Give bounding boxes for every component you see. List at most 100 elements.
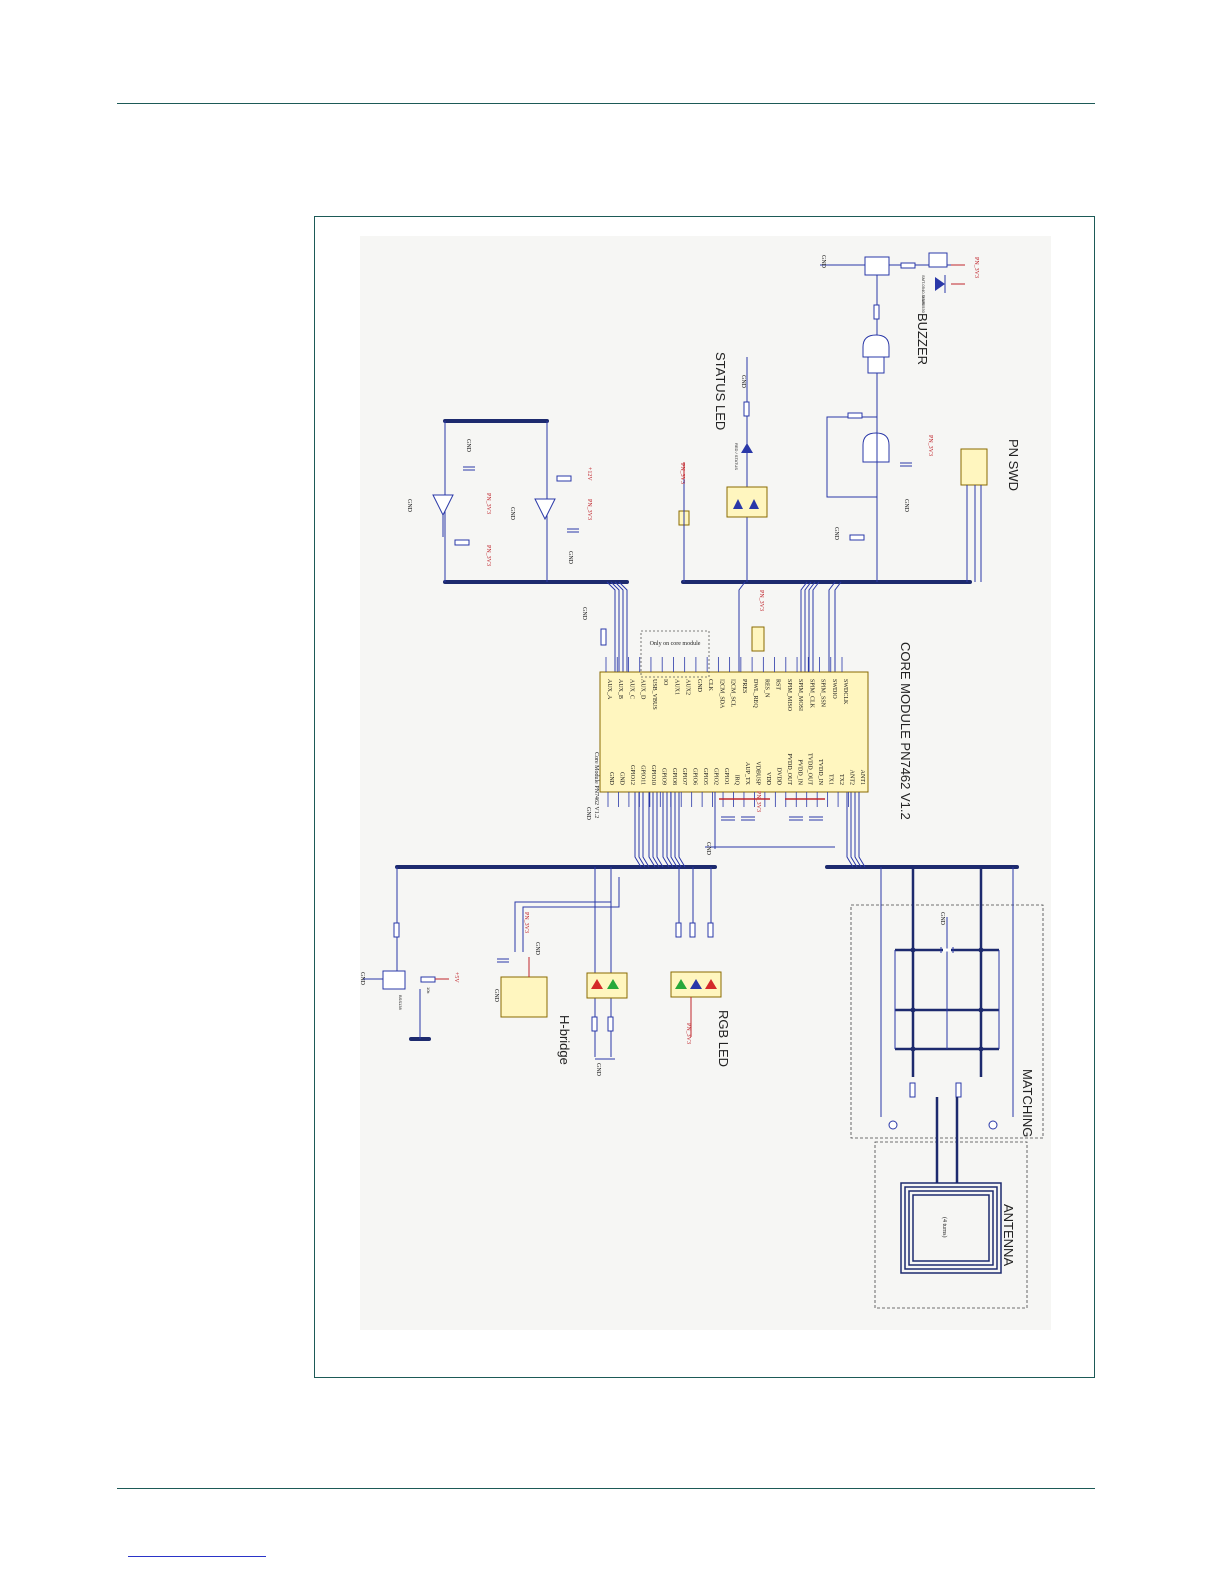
core-pin-label: PVDD_IN [796,759,802,785]
core-pin-label: RST [775,679,781,690]
core-pin-label: AUX1 [673,679,679,695]
gpio-led-section: GND [586,867,628,1077]
core-pin-label: SPIM_CLK [808,679,814,709]
gnd-label-status: GND [740,375,746,389]
gnd-label-s4: GND [567,551,573,565]
core-pin-label: GPIO5 [702,768,708,785]
rgb-led-title: RGB LED [716,1010,731,1067]
status-led-diode [741,443,753,453]
buzzer-element [928,252,948,268]
buzzer-resistor-2 [873,304,880,320]
core-pin-label: I2CM_SDA [718,679,724,709]
buzzer-section: PN_3V3 PN_3V3 GND GND GND SMT-0540-T-3-R… [820,252,979,582]
matching-title: MATCHING [1020,1069,1035,1137]
core-pin-label: AUX2 [685,679,691,695]
core-pin-label: DWL_REQ [752,679,758,708]
core-pin-label: GPIO12 [629,765,635,785]
buzzer-diode [935,277,945,291]
core-pin-label: GPIO2 [713,768,719,785]
antenna-title: ANTENNA [1001,1204,1016,1266]
antenna-coil-inner [912,1194,990,1262]
core-pin-label: VDBUSP [754,761,760,785]
core-pin-label: TVDD_OUT [807,753,813,785]
core-pin-label: IRQ [734,775,740,786]
footer-link-underline[interactable] [128,1556,266,1557]
core-pin-label: TVDD_IN [817,759,823,786]
core-pin-label: SPIM_MISO [786,679,792,712]
footer-rule [117,1488,1095,1489]
pn-swd-title: PN SWD [1006,439,1021,491]
pn3v3-label-1: PN_3V3 [485,493,491,514]
core-pin-label: GPIO10 [650,765,656,785]
core-chip-title: Core Module PN7462 V1.2 [593,752,599,818]
rgb-led-section: PN_3V3 RGB LED [670,867,731,1067]
antenna-box [874,1141,1028,1309]
buzzer-resistor-1 [900,262,916,269]
core-pin-label: PRES [741,679,747,693]
pn3v3-label-hbridge: PN_3V3 [523,912,529,933]
buzzer-part-label: SMT-0540-T-3-R [921,275,926,305]
gnd-label-s1: GND [465,439,471,453]
pn-swd-section: PN SWD [960,439,1021,582]
driver-section: GND +5V BSS138 10k [359,867,459,1039]
bus-group [395,419,1019,1041]
h-bridge-connector [500,976,548,1018]
gnd-label-buzzer-2: GND [903,499,909,513]
decoupling-section: GND GND PN_3V3 PN_3V3 [585,590,835,856]
antenna-turns-label: (4 turns) [941,1217,948,1238]
core-module-section-title: CORE MODULE PN7462 V1.2 [898,642,913,820]
driver-res-label: 10k [426,987,431,993]
bus-links [606,581,866,868]
buzzer-gate-2 [862,432,890,463]
core-pin-label: IO [662,679,668,686]
buzzer-transistor [864,256,890,276]
buzzer-resistor-4 [849,534,865,541]
core-pin-label: ANT1 [859,770,865,785]
red-led [705,979,717,989]
status-led-package [726,486,768,518]
core-pin-label: AUX_A [606,679,612,700]
driver-transistor [382,970,406,990]
status-led-part-label: RED / STATUS [734,443,739,470]
pn3v3-label-rgb: PN_3V3 [685,1023,691,1044]
gnd-label-core: GND [585,807,591,821]
buzzer-resistor-3 [847,412,863,419]
core-pin-label: SWDIO [831,679,837,699]
dual-led-package [586,972,628,999]
h-bridge-title: H-bridge [557,1015,572,1065]
gnd-label-matching: GND [939,912,945,926]
pn3v3-label-core-2: PN_3V3 [758,590,764,611]
core-pin-label: PVDD_OUT [786,753,792,785]
core-pin-label: AUP_TX [744,762,750,786]
core-pin-label: ANT2 [849,770,855,785]
gnd-label-buzzer-3: GND [833,527,839,541]
gnd-label-decoupling: GND [705,842,711,856]
core-pin-label: DVDD [775,768,781,786]
aux-resistor [600,628,607,646]
matching-resistor-1 [909,1082,916,1098]
core-pin-label: VDD [765,772,771,786]
core-pin-label: GPIO1 [723,768,729,785]
core-only-box [640,630,710,678]
status-led-title: STATUS LED [713,352,728,430]
core-pin-label: SWDCLK [842,679,848,705]
matching-box [850,904,1044,1139]
supply-resistor-1 [454,539,470,546]
core-pin-label: SPIM_SSN [820,679,826,708]
core-pin-label: AUX_C [628,679,634,699]
regulator-1-triangle [432,494,454,517]
gnd-label-s3: GND [509,507,515,521]
core-pin-label: GPIO9 [660,768,666,785]
status-led-resistor [743,401,750,417]
core-pin-label: USB_VBUS [651,679,657,710]
gnd-label-dual-led: GND [595,1063,601,1077]
core-pin-label: GPIO11 [639,765,645,785]
core-pin-label: GND [696,679,702,693]
core-pin-label: GPIO7 [681,768,687,785]
core-pin-label: GPIO6 [692,768,698,785]
